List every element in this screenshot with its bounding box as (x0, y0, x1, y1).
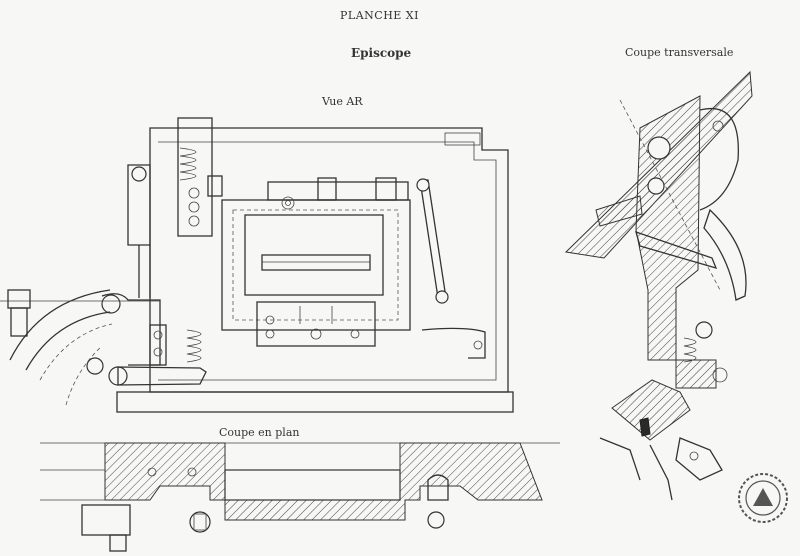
transverse-upper-bore (647, 136, 671, 160)
transverse-lower-bore (647, 177, 665, 195)
plan-center-opening (224, 469, 401, 501)
rear-handle-curve (9, 289, 111, 361)
plan-round-knob (189, 511, 211, 533)
transverse-handle (703, 208, 747, 301)
view-label-rear: Vue AR (322, 95, 363, 108)
transverse-lever (635, 230, 718, 269)
rear-left-guide (177, 117, 213, 237)
rear-lower-spring (186, 329, 202, 363)
drawing-title: Episcope (351, 46, 412, 60)
transverse-cam (699, 108, 739, 211)
archive-stamp (738, 473, 788, 523)
transverse-base-block (611, 379, 691, 441)
rear-viewing-slot (261, 254, 371, 271)
transverse-spring (683, 337, 697, 363)
rear-view-drawing (0, 117, 514, 413)
plan-section-drawing (40, 442, 560, 552)
rear-base-plate (116, 391, 514, 413)
rear-housing (221, 199, 411, 331)
rear-upper-spring (179, 147, 197, 181)
transverse-section-drawing (564, 70, 753, 501)
plate-title: PLANCHE XI (340, 9, 419, 22)
view-label-plan: Coupe en plan (219, 426, 300, 439)
rear-top-bar (267, 181, 409, 201)
rear-right-link (419, 179, 447, 299)
rear-left-fitting (7, 289, 31, 309)
view-label-transverse: Coupe transversale (625, 46, 734, 59)
rear-clamp-plate (256, 301, 376, 347)
rear-main-frame (149, 127, 509, 393)
transverse-body (635, 95, 701, 361)
transverse-lower-knob (675, 437, 723, 481)
rear-bottom-lever (117, 366, 207, 386)
